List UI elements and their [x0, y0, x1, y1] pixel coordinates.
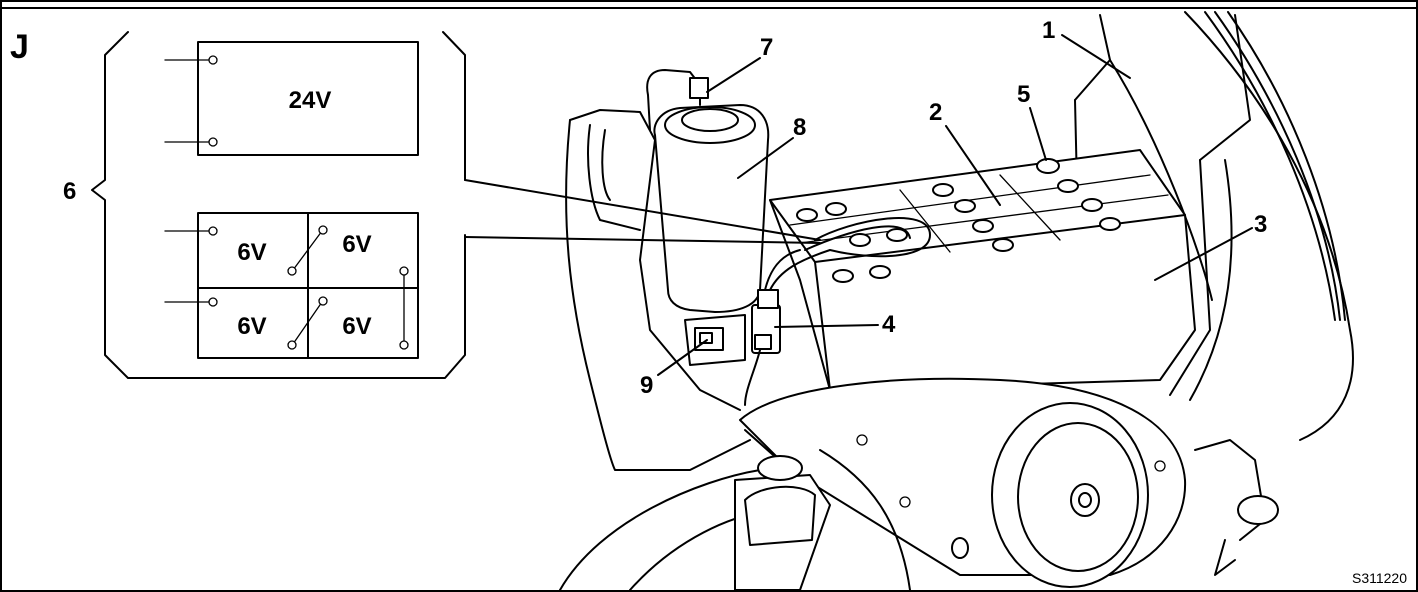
battery-terminals	[796, 158, 1121, 283]
connector	[744, 249, 801, 406]
reservoir	[646, 69, 770, 313]
callout-4: 4	[882, 311, 896, 338]
callout-1: 1	[1042, 17, 1055, 44]
inset-leader-upper	[464, 179, 821, 241]
callout-5: 5	[1017, 81, 1030, 108]
wiring-inset: 24V 6V 6V 6V 6V	[91, 31, 821, 379]
callout-8: 8	[793, 114, 806, 141]
section-letter: J	[10, 28, 29, 66]
callout-2: 2	[929, 99, 942, 126]
callouts: 1 2 3 4 5 6 7 8 9	[63, 17, 1267, 399]
cell-label-4: 6V	[342, 313, 371, 340]
callout-3: 3	[1254, 211, 1267, 238]
inset-leader-lower	[464, 236, 821, 244]
cell-label-3: 6V	[237, 313, 266, 340]
callout-6: 6	[63, 178, 76, 205]
series-voltage-label: 24V	[289, 87, 332, 114]
cell-label-1: 6V	[237, 239, 266, 266]
mount-bracket	[684, 314, 746, 366]
figure-code: S311220	[1352, 570, 1407, 586]
machine-drawing	[559, 11, 1354, 591]
callout-7: 7	[760, 34, 773, 61]
series-battery-block	[197, 41, 419, 156]
callout-9: 9	[640, 372, 653, 399]
cell-label-2: 6V	[342, 231, 371, 258]
